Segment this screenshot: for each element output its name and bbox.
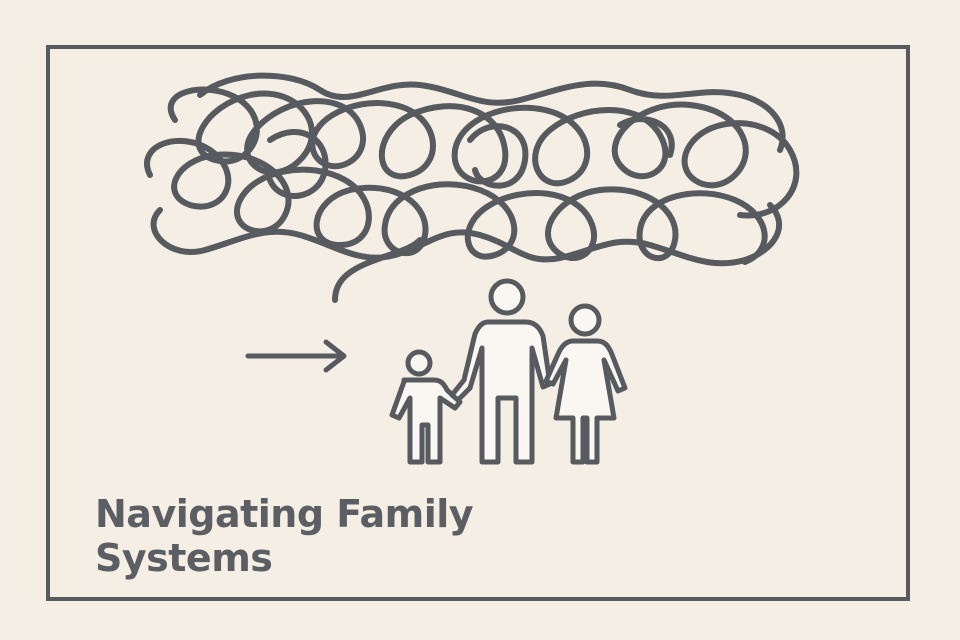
family-icon bbox=[389, 278, 628, 465]
title-line-1: Navigating Family bbox=[95, 492, 474, 536]
title-line-2: Systems bbox=[95, 536, 273, 580]
child-figure bbox=[389, 349, 463, 465]
arrow-right-icon bbox=[245, 339, 347, 373]
tangled-line-icon bbox=[144, 72, 800, 303]
page-title: Navigating Family Systems bbox=[95, 492, 474, 580]
adult-figure bbox=[449, 278, 553, 465]
frame-border bbox=[46, 45, 910, 601]
woman-figure bbox=[543, 303, 628, 465]
